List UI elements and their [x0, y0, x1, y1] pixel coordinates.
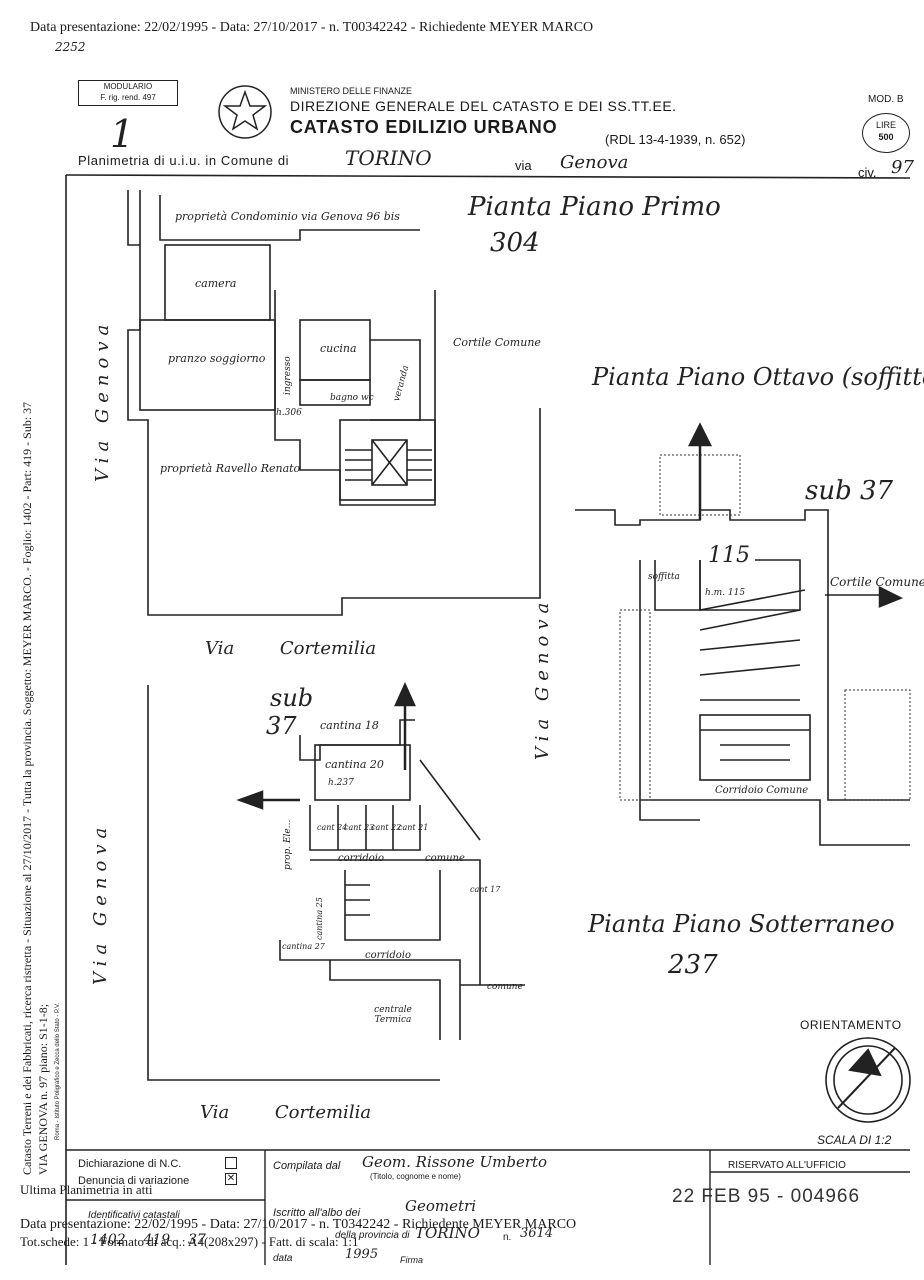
lire-label: LIRE: [875, 120, 896, 130]
scale-label: SCALA DI 1:2: [817, 1133, 892, 1147]
mod-label: MOD. B: [868, 94, 904, 105]
footer-stamp: 22 FEB 95 - 004966: [672, 1186, 861, 1207]
denuncia-checkbox: ✕: [225, 1173, 237, 1185]
lire-value: 500: [878, 132, 894, 142]
orientation-label: ORIENTAMENTO: [800, 1018, 902, 1032]
label-cant21: cant 21: [398, 823, 429, 832]
footer-ultima: Ultima Planimetria in atti: [20, 1182, 153, 1197]
label-corridoio-comune: Corridoio Comune: [715, 785, 809, 796]
label-corridoio2: corridoio: [365, 950, 412, 961]
label-cant23: cant 23: [344, 823, 375, 832]
footer-compilata-value: Geom. Rissone Umberto: [362, 1153, 548, 1171]
lire-stamp: LIRE 500: [862, 113, 910, 153]
footer-iscritto-value: Geometri: [405, 1197, 476, 1215]
footer-data-label: data: [273, 1253, 293, 1264]
label-cant24: cant 24: [317, 823, 348, 832]
footer-iscritto-label: Iscritto all'albo dei: [273, 1207, 361, 1219]
label-ingresso: ingresso: [283, 356, 293, 395]
footer-riservato: RISERVATO ALL'UFFICIO: [728, 1160, 846, 1171]
footer-provincia-label: della provincia di: [335, 1230, 410, 1241]
label-cucina: cucina: [320, 342, 357, 355]
label-via-genova-2: Via Genova: [532, 596, 553, 760]
label-cortile-comune: Cortile Comune: [453, 336, 541, 349]
label-cantina20: cantina 20: [325, 758, 384, 771]
label-camera: camera: [195, 277, 237, 290]
ministry-line2: DIREZIONE GENERALE DEL CATASTO E DEI SS.…: [290, 98, 677, 114]
label-prop-ele: prop. Ele...: [283, 819, 293, 870]
plan-sotterraneo-sub: sub: [270, 684, 314, 712]
civ-label: civ.: [858, 165, 877, 180]
label-prop-condominio: proprietà Condominio via Genova 96 bis: [175, 210, 400, 223]
label-soffitta: soffitta: [648, 572, 680, 582]
footer-titolo: (Titolo, cognome e nome): [370, 1172, 461, 1181]
footer-tot-line: Tot.schede: 1 - Formato di acq.: A4(208x…: [20, 1234, 359, 1249]
plan-sotterraneo-title: Pianta Piano Sotterraneo: [588, 910, 895, 938]
plan-primo-number: 304: [490, 228, 540, 258]
via-label: via: [515, 158, 532, 173]
side-printer-text: Roma - Istituto Poligrafico e Zecca dell…: [55, 1002, 61, 1140]
via-value: Genova: [560, 152, 629, 173]
label-cantina25: cantina 25: [315, 897, 324, 940]
side-text-inner: VIA GENOVA n. 97 piano: S1-1-8;: [36, 1003, 50, 1175]
footer-data-line: Data presentazione: 22/02/1995 - Data: 2…: [20, 1217, 577, 1232]
form-box: MODULARIO F. rig. rend. 497: [78, 80, 178, 106]
label-cantina27: cantina 27: [282, 942, 325, 951]
label-via-cortemilia-2: Via Cortemilia: [200, 1102, 372, 1123]
footer-data-value: 1995: [345, 1247, 379, 1262]
footer-ids: 1402 419 37: [90, 1232, 206, 1248]
stamp-code: 2252: [55, 40, 86, 54]
form-box-line1: MODULARIO: [103, 82, 153, 91]
footer-firma-label: Firma: [400, 1255, 423, 1265]
label-hm115: h.m. 115: [705, 588, 746, 598]
label-via-genova-1: Via Genova: [92, 318, 113, 482]
label-via-cortemilia-1: Via Cortemilia: [205, 638, 377, 659]
label-cant22: cant 22: [371, 823, 402, 832]
header-info-line: Data presentazione: 22/02/1995 - Data: 2…: [30, 20, 594, 35]
footer-provincia-value: TORINO: [415, 1224, 480, 1242]
comune-value: TORINO: [345, 146, 432, 170]
footer-n-label: n.: [503, 1232, 512, 1243]
footer-identificativi: Identificativi catastali: [88, 1210, 180, 1221]
label-h306: h.306: [276, 408, 302, 418]
label-cantina18: cantina 18: [320, 719, 379, 732]
civ-value: 97: [891, 157, 914, 178]
ministry-reference: (RDL 13-4-1939, n. 652): [605, 132, 746, 147]
planimetria-prefix: Planimetria di u.i.u. in Comune di: [78, 153, 290, 168]
side-text-outer: Catasto Terreni e dei Fabbricati, ricerc…: [20, 401, 34, 1175]
label-via-genova-3: Via Genova: [90, 821, 111, 985]
footer-compilata-label: Compilata dal: [273, 1160, 341, 1172]
footer-denuncia: Denuncia di variazione: [78, 1175, 190, 1187]
plan-ottavo-sub: sub 37: [805, 476, 894, 506]
label-h237: h.237: [328, 778, 354, 788]
label-corridoio: corridoio: [338, 853, 385, 864]
footer-dichiarazione: Dichiarazione di N.C.: [78, 1158, 182, 1170]
sheet-number: 1: [110, 112, 135, 156]
dichiarazione-checkbox: [225, 1157, 237, 1169]
ministry-line1: MINISTERO DELLE FINANZE: [290, 86, 413, 96]
label-prop-ravello: proprietà Ravello Renato: [160, 462, 301, 475]
plan-ottavo-title: Pianta Piano Ottavo (soffitte): [592, 363, 924, 391]
label-cant17: cant 17: [470, 885, 501, 894]
label-comune: comune: [425, 853, 465, 864]
label-cortile-comune2: Cortile Comune: [830, 575, 924, 589]
plan-sotterraneo-number: 237: [668, 950, 718, 980]
label-comune2: comune: [487, 982, 523, 992]
plan-primo-title: Pianta Piano Primo: [468, 192, 721, 222]
label-bagno: bagno wc: [330, 393, 374, 403]
form-box-line2: F. rig. rend. 497: [100, 93, 156, 102]
plan-sotterraneo-sub-number: 37: [266, 712, 297, 740]
label-pranzo: pranzo soggiorno: [168, 352, 266, 365]
plan-ottavo-number: 115: [708, 543, 750, 568]
label-centrale-termica: centrale Termica: [374, 1005, 412, 1025]
ministry-title: CATASTO EDILIZIO URBANO: [290, 117, 558, 137]
footer-n-value: 3614: [520, 1226, 554, 1241]
